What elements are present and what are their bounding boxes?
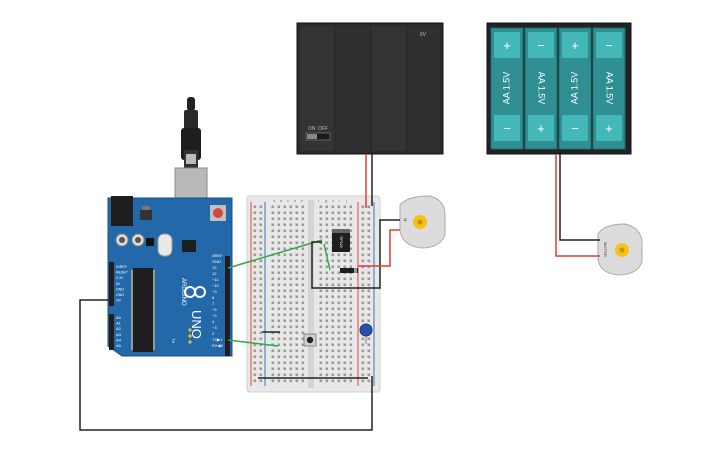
arduino-uno[interactable]: ARDUINO UNO TX AREFGND1312~11~10~987~6~5… (107, 97, 233, 357)
analog-pin-label: A0 (116, 315, 122, 320)
power-jack (111, 196, 133, 226)
power-pin-label: 5V (116, 282, 121, 286)
digital-pin-label: RX◀0 (212, 343, 224, 348)
analog-pin-label: A3 (116, 332, 122, 337)
digital-pin-label: ~5 (212, 313, 217, 318)
column-letter: b (280, 198, 283, 203)
arduino-brand-label: ARDUINO (180, 278, 186, 306)
digital-pin-label: ~6 (212, 307, 217, 312)
cell-label: AA 1.5V (605, 72, 615, 105)
digital-pin-label: 12 (212, 271, 217, 276)
column-letter: e (301, 198, 304, 203)
digital-pin-label: ~3 (212, 325, 217, 330)
diode[interactable] (340, 268, 358, 273)
aa-cell[interactable]: + − AA 1.5V (558, 27, 592, 150)
column-letter: c (287, 198, 289, 203)
cell-bottom-sign: + (605, 121, 613, 136)
power-pin-label: IOREF (116, 265, 128, 269)
analog-pin-label: A1 (116, 321, 122, 326)
reset-button[interactable] (213, 208, 223, 218)
power-pin-label: GND (116, 287, 124, 291)
digital-pin-label: ~10 (212, 283, 220, 288)
column-letter: g (325, 198, 327, 203)
battery-pack-box[interactable]: ON OFF 6V (296, 22, 444, 155)
power-pin-label: Vin (116, 299, 121, 303)
arduino-model-label: UNO (189, 310, 204, 339)
cell-label: AA 1.5V (537, 72, 547, 105)
cell-top-sign: − (537, 38, 545, 53)
usb-cable[interactable] (181, 97, 201, 168)
cell-top-sign: − (605, 38, 613, 53)
power-header[interactable] (109, 262, 114, 306)
atmega-chip (133, 268, 153, 352)
cell-bottom-sign: − (571, 121, 579, 136)
arduino-logo-icon (184, 286, 206, 298)
digital-pin-label: ~11 (212, 277, 219, 282)
cell-top-sign: + (503, 38, 511, 53)
pushbutton[interactable] (303, 333, 317, 347)
cell-bottom-sign: − (503, 121, 511, 136)
dc-motor-2[interactable]: MOTOR (597, 223, 643, 276)
power-pin-label: GND (116, 293, 124, 297)
digital-pin-label: TX▶1 (212, 337, 223, 342)
motor-2-label: MOTOR (603, 242, 608, 257)
dc-motor-1[interactable]: M (399, 195, 446, 249)
cell-label: AA 1.5V (569, 72, 579, 105)
digital-pin-label: 13 (212, 265, 217, 270)
aa-cell[interactable]: − + AA 1.5V (524, 27, 558, 150)
power-pin-label: 3.3V (116, 276, 124, 280)
motor-1-label: M (403, 218, 408, 221)
cell-label: AA 1.5V (501, 72, 511, 105)
column-letter: h (332, 198, 334, 203)
column-letter: a (273, 198, 276, 203)
aa-cell[interactable]: − + AA 1.5V (592, 27, 626, 150)
digital-pin-label: 4 (212, 319, 215, 324)
gnd-label: GND (212, 259, 221, 264)
aa-cell[interactable]: + − AA 1.5V (490, 27, 524, 150)
transistor-label: TIP120 (339, 236, 343, 248)
analog-header[interactable] (109, 314, 114, 350)
analog-pin-label: A5 (116, 343, 122, 348)
digital-header[interactable] (225, 256, 230, 356)
switch-on-label: ON (308, 126, 316, 132)
transistor[interactable]: TIP120 (332, 229, 350, 252)
capacitor[interactable] (359, 323, 373, 344)
column-letter: d (294, 198, 296, 203)
column-letter: f (318, 198, 320, 203)
column-letter: j (345, 198, 347, 203)
analog-pin-label: A4 (116, 337, 122, 342)
aref-label: AREF (212, 253, 223, 258)
digital-pin-label: 2 (212, 331, 215, 336)
wires[interactable] (79, 154, 600, 431)
digital-pin-label: ~9 (212, 289, 217, 294)
battery-pack-aa[interactable]: + − AA 1.5V − + AA 1.5V + − AA 1.5V − + AA 1.5V (486, 22, 632, 155)
digital-pin-label: 8 (212, 295, 215, 300)
digital-pin-label: 7 (212, 301, 215, 306)
battery-voltage-label: 6V (420, 32, 427, 38)
analog-pin-label: A2 (116, 326, 122, 331)
switch-off-label: OFF (318, 126, 328, 132)
power-pin-label: RESET (116, 271, 129, 275)
cell-bottom-sign: + (537, 121, 545, 136)
cell-top-sign: + (571, 38, 579, 53)
tx-label: TX (171, 338, 176, 343)
column-letter: i (339, 198, 340, 203)
power-switch[interactable]: ON OFF (305, 126, 331, 141)
